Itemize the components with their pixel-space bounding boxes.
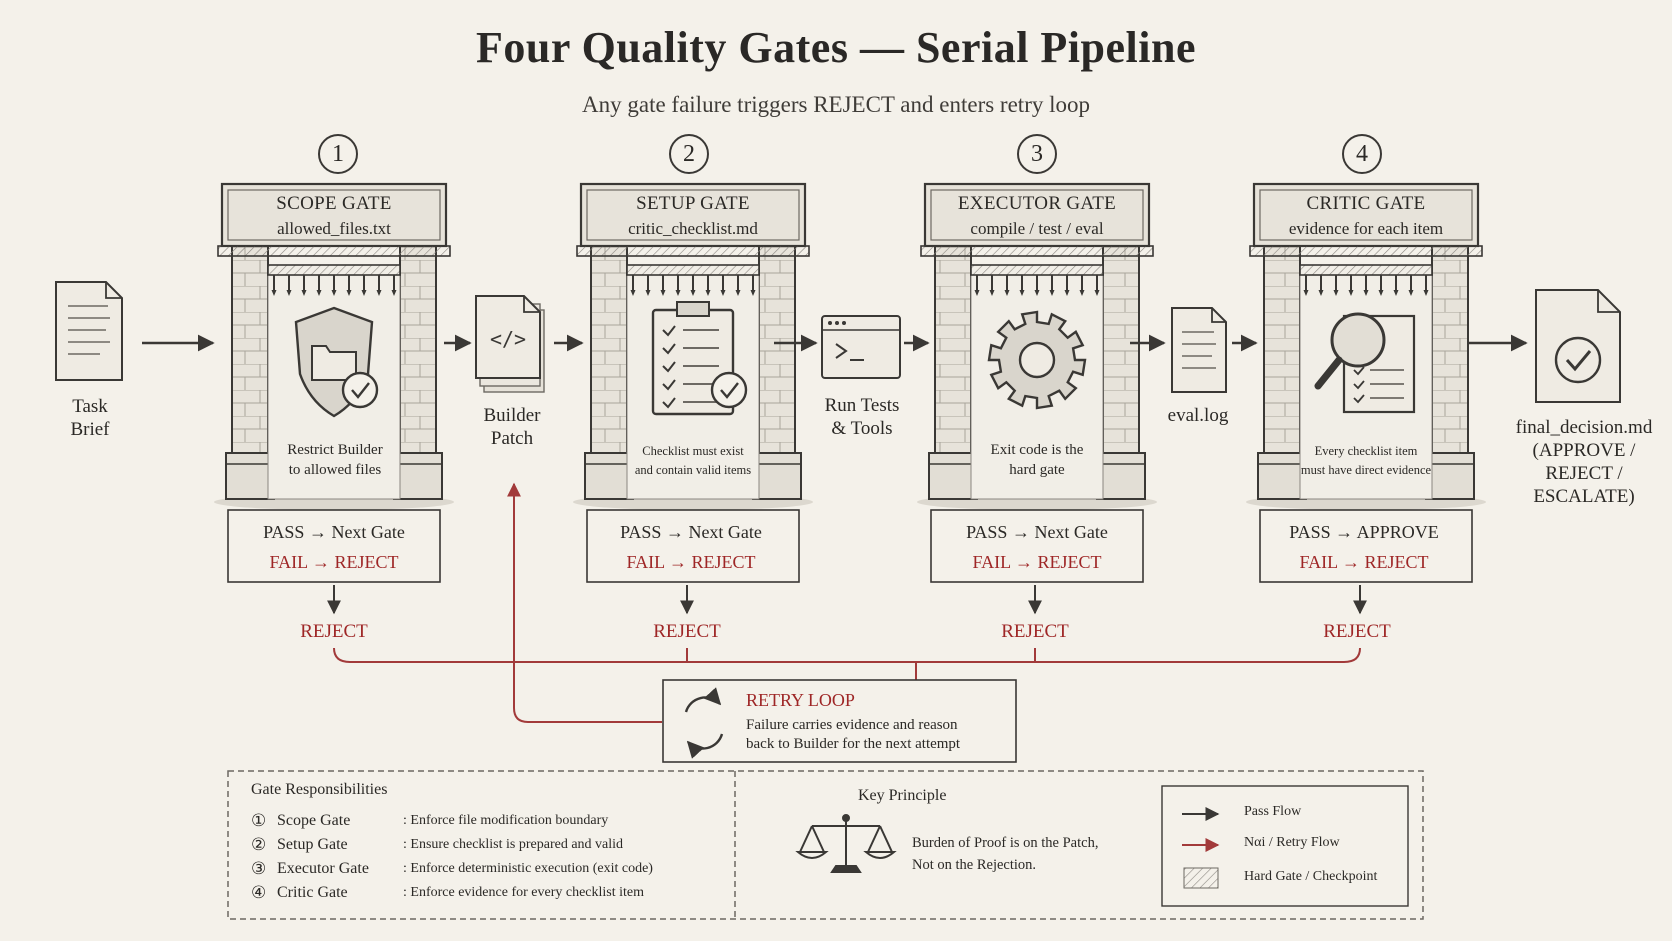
- gear-icon: [987, 310, 1087, 410]
- shield-folder-icon: [294, 306, 379, 418]
- responsibility-row: ④ Critic Gate : Enforce evidence for eve…: [251, 883, 644, 902]
- terminal-icon: [821, 315, 901, 379]
- bottom-info-panel: [227, 770, 1424, 920]
- final-decision-label: final_decision.md(APPROVE /REJECT /ESCAL…: [1515, 417, 1653, 507]
- gate-1-number: 1: [318, 134, 358, 174]
- gate-4-structure: [1246, 182, 1486, 583]
- final-decision-document-icon: [1535, 289, 1621, 403]
- gate-3-reject: REJECT: [1001, 621, 1069, 642]
- responsibility-row: ② Setup Gate : Ensure checklist is prepa…: [251, 835, 624, 854]
- gate-1-reject: REJECT: [300, 621, 368, 642]
- retry-loop-title: RETRY LOOP: [746, 690, 855, 710]
- legend-hatch-swatch: [1183, 867, 1219, 889]
- gate-3-pass: PASS → Next Gate: [966, 522, 1108, 542]
- gate-4-name: CRITIC GATE: [1306, 193, 1426, 214]
- gate-4-pass: PASS → APPROVE: [1289, 522, 1439, 542]
- legend-gate-label: Hard Gate / Checkpoint: [1244, 869, 1378, 884]
- builder-patch-code-icon: </>: [475, 295, 545, 393]
- reject-down-arrows: [327, 585, 1367, 615]
- gates-layer: [214, 182, 1486, 583]
- gate-4-number: 4: [1342, 134, 1382, 174]
- gate-1-file: allowed_files.txt: [277, 219, 391, 238]
- key-principle-title: Key Principle: [858, 787, 947, 804]
- gate-1-pass: PASS → Next Gate: [263, 522, 405, 542]
- retry-flow-lines: [333, 482, 1361, 723]
- legend-retry-label: Nαi / Retry Flow: [1244, 835, 1340, 850]
- responsibilities-title: Gate Responsibilities: [251, 781, 388, 798]
- gate-3-name: EXECUTOR GATE: [957, 193, 1117, 214]
- gate-1-name: SCOPE GATE: [276, 193, 392, 214]
- gate-1-fail: FAIL → REJECT: [269, 552, 399, 572]
- responsibility-row: ① Scope Gate : Enforce file modification…: [251, 811, 609, 830]
- gate-4-fail: FAIL → REJECT: [1299, 552, 1429, 572]
- gate-2-fail: FAIL → REJECT: [626, 552, 756, 572]
- gate-3-file: compile / test / eval: [970, 219, 1104, 238]
- gate-4-reject: REJECT: [1323, 621, 1391, 642]
- gate-1-structure: [214, 182, 454, 583]
- gate-2-file: critic_checklist.md: [628, 219, 758, 238]
- responsibility-row: ③ Executor Gate : Enforce deterministic …: [251, 859, 653, 878]
- key-principle-text: Burden of Proof is on the Patch,Not on t…: [912, 835, 1099, 873]
- magnifier-document-icon: [1314, 312, 1416, 414]
- gate-2-reject: REJECT: [653, 621, 721, 642]
- legend-pass-label: Pass Flow: [1244, 804, 1302, 819]
- responsibilities-list: ① Scope Gate : Enforce file modification…: [251, 809, 721, 905]
- gate-4-file: evidence for each item: [1288, 219, 1444, 238]
- eval-log-document-icon: [1171, 307, 1227, 393]
- gate-2-number: 2: [669, 134, 709, 174]
- page-subtitle: Any gate failure triggers REJECT and ent…: [582, 92, 1090, 117]
- gate-2-structure: [573, 182, 813, 583]
- gate-3-structure: [917, 182, 1157, 583]
- gate-2-pass: PASS → Next Gate: [620, 522, 762, 542]
- gate-3-number: 3: [1017, 134, 1057, 174]
- task-brief-document-icon: [55, 281, 123, 381]
- gate-3-fail: FAIL → REJECT: [972, 552, 1102, 572]
- retry-loop-box: [662, 679, 1017, 763]
- page-title: Four Quality Gates — Serial Pipeline: [476, 23, 1196, 72]
- svg-text:</>: </>: [490, 327, 526, 351]
- retry-cycle-icon: [684, 687, 724, 759]
- balance-scale-icon: [795, 814, 897, 873]
- run-tests-label: Run Tests& Tools: [824, 395, 900, 439]
- clipboard-checklist-icon: [651, 301, 748, 416]
- eval-log-label: eval.log: [1167, 405, 1229, 426]
- gate-2-name: SETUP GATE: [636, 193, 750, 214]
